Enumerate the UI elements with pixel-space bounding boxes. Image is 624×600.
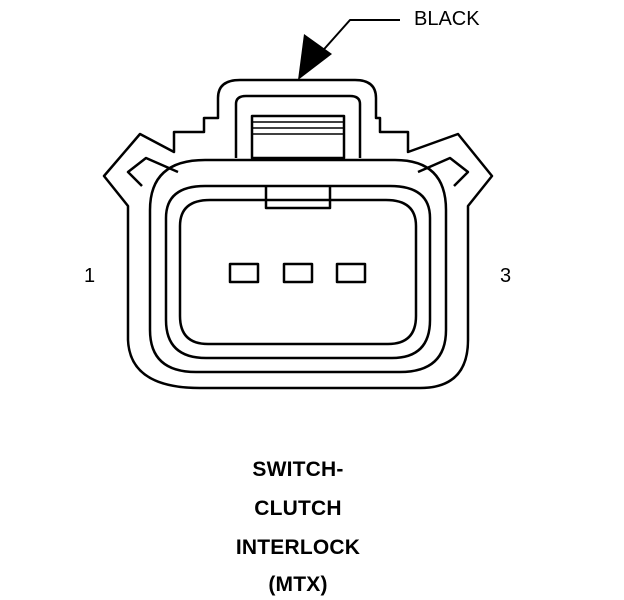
pin-cavity-3 <box>335 262 367 284</box>
pin-cavity-1 <box>228 262 260 284</box>
left-latch-inner <box>126 156 179 187</box>
connector-color-label: BLACK <box>414 8 480 30</box>
pin-number-label-left: 1 <box>84 265 96 287</box>
connector-name-line-2: CLUTCH <box>254 497 342 520</box>
polarizing-key <box>264 186 332 210</box>
color-callout-arrowhead <box>298 34 332 80</box>
right-latch-inner <box>417 156 470 187</box>
connector-name-line-4: (MTX) <box>268 573 328 596</box>
top-latch-slot <box>250 114 346 160</box>
connector-name-line-1: SWITCH- <box>252 458 344 481</box>
mating-face-outer <box>164 184 432 360</box>
pin-number-label-right: 3 <box>500 265 512 287</box>
connector-housing <box>102 19 494 390</box>
housing-shroud <box>148 158 448 374</box>
top-latch-tower <box>234 94 362 158</box>
pin-cavity-2 <box>282 262 314 284</box>
connector-name-line-3: INTERLOCK <box>235 536 361 559</box>
housing-outer <box>102 78 494 390</box>
mating-face-inner <box>178 198 418 346</box>
